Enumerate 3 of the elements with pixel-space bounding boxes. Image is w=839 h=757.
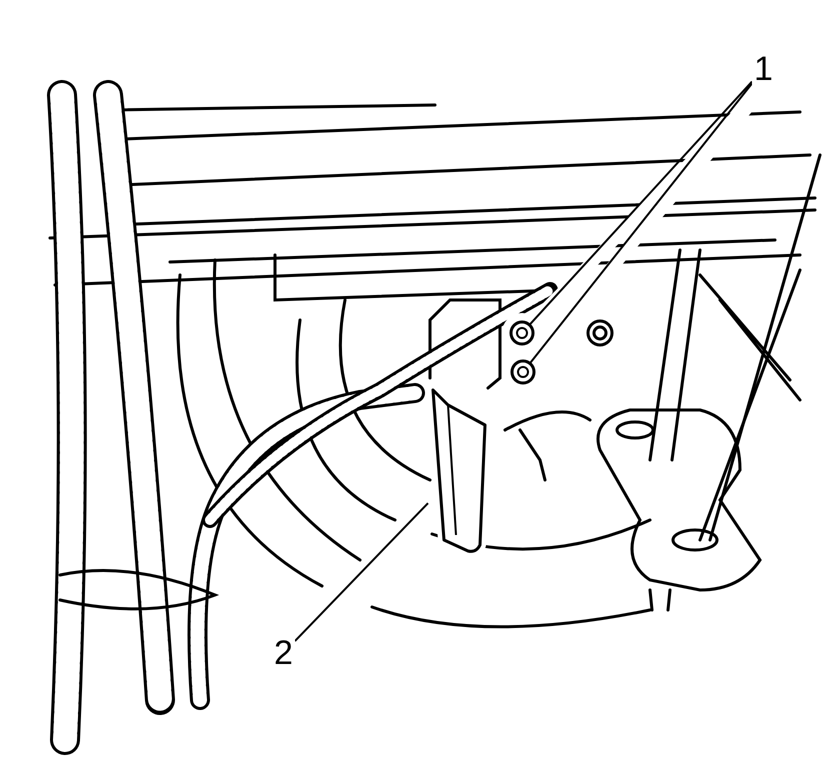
leader-line bbox=[294, 502, 429, 642]
bolt bbox=[508, 319, 536, 347]
bolt bbox=[509, 358, 537, 386]
